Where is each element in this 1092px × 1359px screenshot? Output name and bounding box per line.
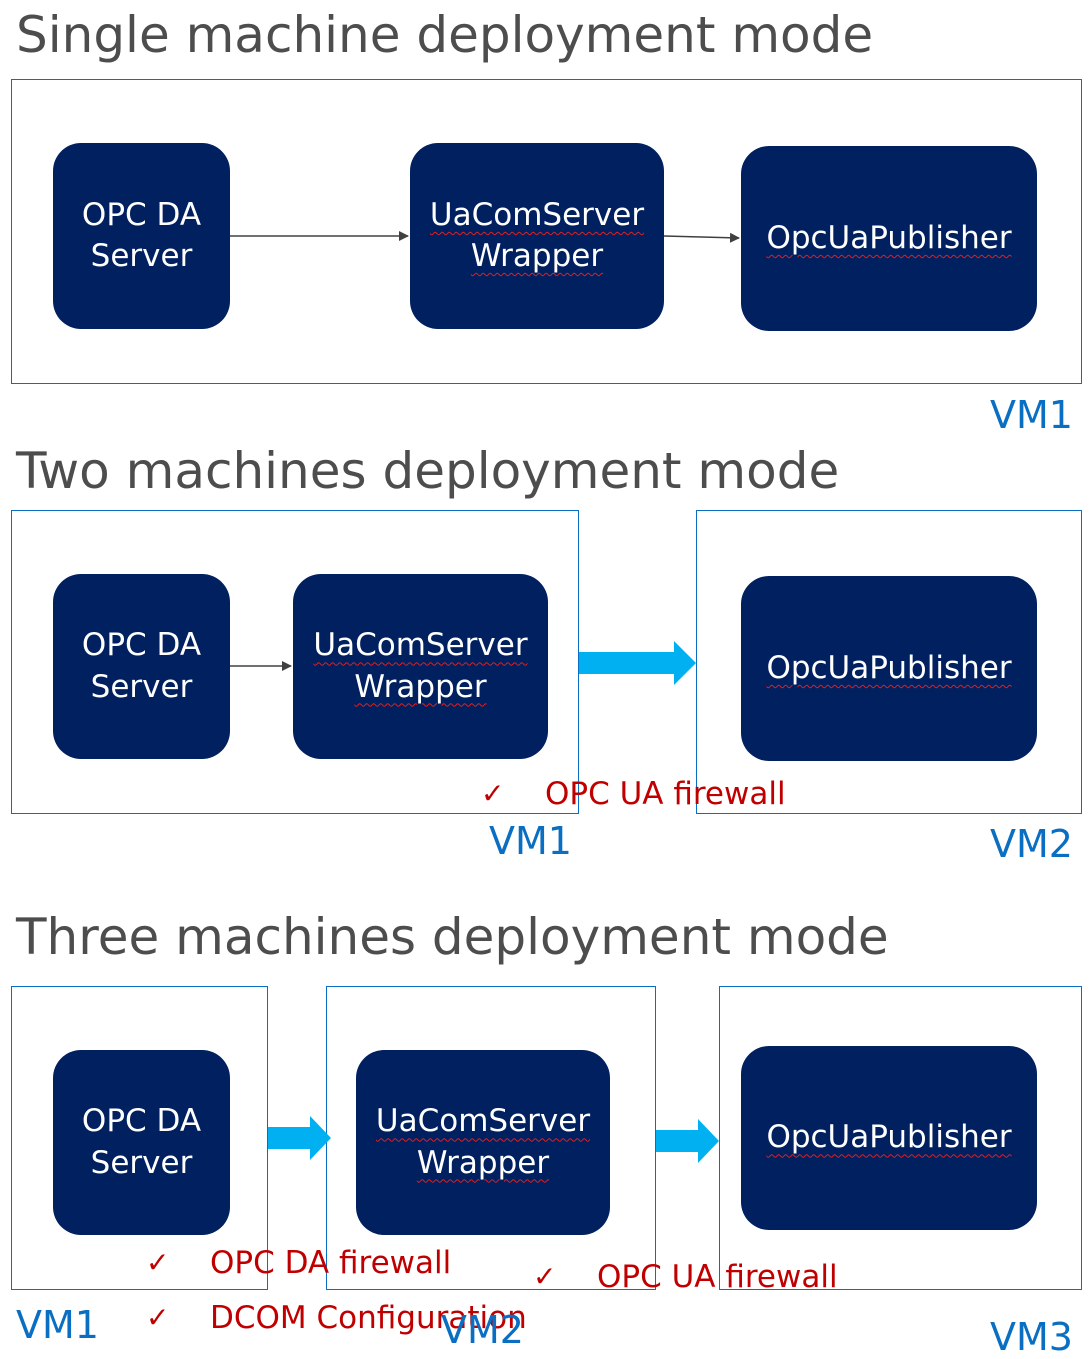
node-label-line: UaComServer (429, 196, 645, 233)
opcuapublisher-node: OpcUaPublisher (741, 576, 1037, 761)
uacomserver-wrapper-node: UaComServer Wrapper (356, 1050, 610, 1235)
opc-da-server-node: OPC DA Server (53, 1050, 230, 1235)
uacomserver-wrapper-node: UaComServer Wrapper (410, 143, 664, 329)
opcuapublisher-node: OpcUaPublisher (741, 1046, 1037, 1230)
vm-frame-two-vm1 (11, 510, 579, 814)
node-label-line: Wrapper (416, 1144, 550, 1181)
vm-frame-single-vm1 (11, 79, 1082, 384)
node-label-line: Server (90, 238, 193, 274)
check-icon: ✓ (146, 1246, 170, 1279)
node-label-line: Server (90, 668, 193, 705)
node-label-line: OPC DA (81, 627, 202, 664)
network-arrow (656, 1119, 719, 1163)
vm-frame-three-vm3 (719, 986, 1082, 1290)
node-label-line: OpcUaPublisher (766, 219, 1012, 256)
vm-label: VM2 (990, 822, 1073, 866)
vm-label: VM2 (441, 1308, 524, 1352)
section-title-two: Two machines deployment mode (16, 442, 840, 500)
node-label-line: Wrapper (354, 668, 487, 705)
vm-label: VM1 (489, 819, 572, 863)
vm-label: VM1 (16, 1303, 99, 1347)
vm-label: VM1 (990, 393, 1073, 437)
node-label-line: Wrapper (470, 238, 604, 274)
network-arrow (579, 641, 696, 685)
check-icon: ✓ (533, 1260, 557, 1293)
local-arrow (663, 232, 740, 243)
node-label-line: OpcUaPublisher (766, 649, 1012, 686)
node-label-line: OPC DA (81, 1103, 202, 1140)
node-label-line: OpcUaPublisher (766, 1119, 1012, 1156)
vm-frame-two-vm2 (696, 510, 1082, 814)
node-label-line: UaComServer (375, 1103, 591, 1140)
requirement-note: OPC UA firewall (597, 1259, 838, 1295)
requirement-note: OPC DA firewall (210, 1245, 452, 1281)
section-title-three: Three machines deployment mode (16, 908, 889, 966)
vm-label: VM3 (990, 1315, 1073, 1359)
check-icon: ✓ (481, 777, 505, 810)
network-arrow (268, 1116, 331, 1160)
node-label-line: OPC DA (81, 196, 202, 233)
uacomserver-wrapper-node: UaComServer Wrapper (293, 574, 548, 759)
requirement-note: DCOM Configuration (210, 1300, 527, 1336)
node-label-line: Server (90, 1144, 193, 1181)
check-icon: ✓ (146, 1301, 170, 1334)
opcuapublisher-node: OpcUaPublisher (741, 146, 1037, 331)
section-title-single: Single machine deployment mode (16, 6, 874, 64)
opc-da-server-node: OPC DA Server (53, 574, 230, 759)
requirement-note: OPC UA firewall (545, 776, 786, 812)
node-label-line: UaComServer (313, 627, 528, 664)
vm-frame-three-vm1 (11, 986, 268, 1290)
opc-da-server-node: OPC DA Server (53, 143, 230, 329)
